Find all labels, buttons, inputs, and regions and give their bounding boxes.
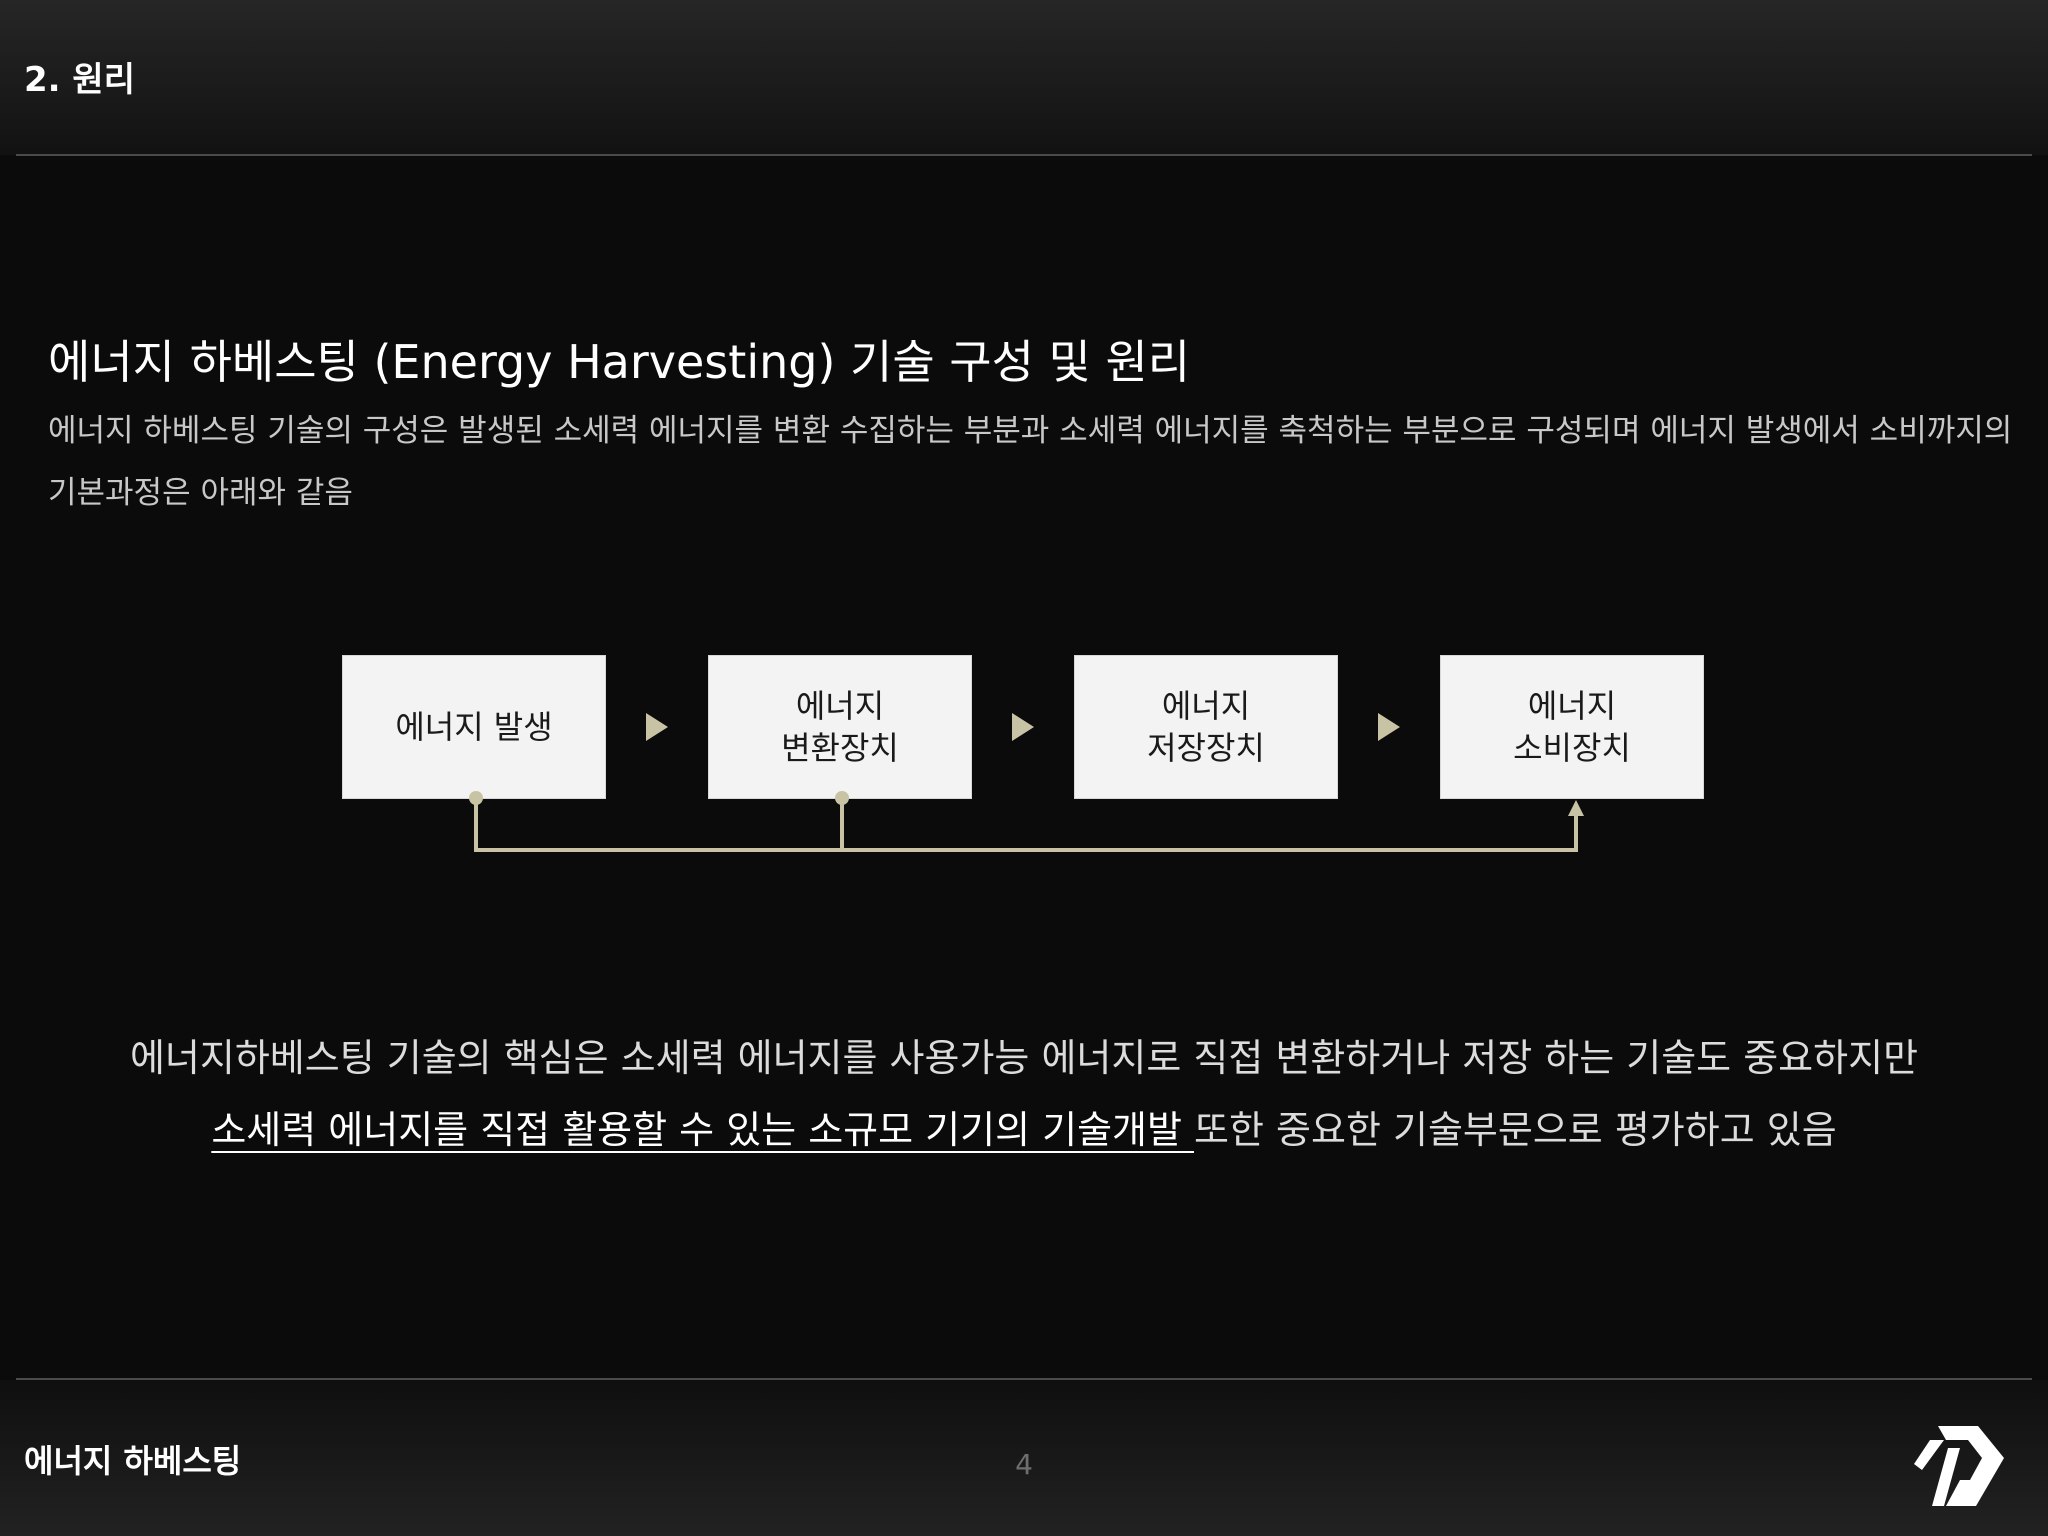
- connector-arrowhead-icon: [1568, 800, 1584, 816]
- step-energy-consumption: 에너지 소비장치: [1440, 655, 1704, 799]
- triangle-right-icon: [1012, 713, 1034, 741]
- brand-logo-icon: [1914, 1426, 2004, 1506]
- connector-start-dot: [469, 791, 483, 805]
- note-rest: 또한 중요한 기술부문으로 평가하고 있음: [1194, 1108, 1837, 1152]
- triangle-right-icon: [646, 713, 668, 741]
- note-line-1: 에너지하베스팅 기술의 핵심은 소세력 에너지를 사용가능 에너지로 직접 변환…: [129, 1036, 1919, 1080]
- connector-line: [474, 798, 1578, 852]
- step-energy-generation: 에너지 발생: [342, 655, 606, 799]
- step-label: 에너지: [1527, 687, 1617, 725]
- footer-bar: [0, 1380, 2048, 1536]
- note-emphasis: 소세력 에너지를 직접 활용할 수 있는 소규모 기기의 기술개발: [211, 1108, 1195, 1152]
- page-number: 4: [1015, 1448, 1033, 1481]
- header-divider: [16, 154, 2032, 156]
- step-label: 에너지 발생: [395, 708, 553, 746]
- triangle-right-icon: [1378, 713, 1400, 741]
- summary-note: 에너지하베스팅 기술의 핵심은 소세력 에너지를 사용가능 에너지로 직접 변환…: [0, 1022, 2048, 1166]
- content-description: 에너지 하베스팅 기술의 구성은 발생된 소세력 에너지를 변환 수집하는 부분…: [48, 413, 2013, 511]
- note-line-2: 소세력 에너지를 직접 활용할 수 있는 소규모 기기의 기술개발 또한 중요한…: [0, 1094, 2048, 1166]
- section-title: 2. 원리: [24, 60, 135, 100]
- step-sublabel: 소비장치: [1513, 729, 1631, 767]
- step-energy-conversion: 에너지 변환장치: [708, 655, 972, 799]
- footer-divider: [16, 1378, 2032, 1380]
- header-bar: [0, 0, 2048, 155]
- step-energy-storage: 에너지 저장장치: [1074, 655, 1338, 799]
- step-sublabel: 변환장치: [781, 729, 899, 767]
- connector-branch-dot: [835, 791, 849, 805]
- step-label: 에너지: [1161, 687, 1251, 725]
- content-heading: 에너지 하베스팅 (Energy Harvesting) 기술 구성 및 원리: [48, 335, 1191, 389]
- step-sublabel: 저장장치: [1147, 729, 1265, 767]
- step-label: 에너지: [795, 687, 885, 725]
- footer-title: 에너지 하베스팅: [24, 1442, 242, 1480]
